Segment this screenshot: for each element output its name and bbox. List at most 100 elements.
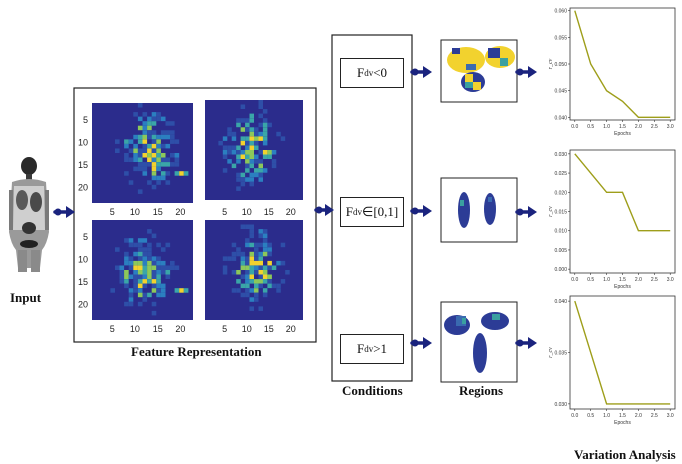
chart-xtick: 3.0 (667, 124, 674, 130)
chart-ytick: 0.040 (554, 299, 567, 305)
region-box-1 (440, 39, 518, 103)
heatmap-1 (92, 103, 193, 203)
chart-xtick: 1.5 (619, 277, 626, 283)
chart-ytick: 0.000 (554, 267, 567, 273)
heatmap-4 (205, 220, 303, 320)
chart-ytick: 0.040 (554, 115, 567, 121)
heatmap-3 (92, 220, 193, 320)
chart-xtick: 2.0 (635, 277, 642, 283)
heatmap-ytick: 15 (78, 160, 88, 170)
flow-arrow-8 (515, 337, 537, 349)
heatmap-xtick: 15 (153, 324, 163, 334)
chart-ytick: 0.060 (554, 9, 567, 15)
flow-arrow-1 (53, 206, 75, 218)
chart-xtick: 0.0 (571, 277, 578, 283)
chart-ytick: 0.010 (554, 229, 567, 235)
heatmap-xtick: 20 (286, 207, 296, 217)
chart-frame (569, 7, 676, 121)
chart-xtick: 0.5 (587, 413, 594, 419)
chart-xtick: 2.5 (651, 413, 658, 419)
heatmap-ytick: 5 (83, 115, 88, 125)
heatmap-ytick: 10 (78, 255, 88, 265)
chart-ytick: 0.005 (554, 248, 567, 254)
heatmap-ytick: 20 (78, 300, 88, 310)
variation-charts: 0.060 0.055 0.050 0.045 0.040 0.0 0.5 1.0 1.5 2.0… (548, 7, 676, 426)
condition-2-base: F (345, 204, 353, 219)
heatmap-xtick: 15 (153, 207, 163, 217)
chart-xtick: 2.5 (651, 277, 658, 283)
flow-arrow-5 (410, 337, 432, 349)
chart-ytick: 0.020 (554, 190, 567, 196)
chart-xtick: 1.0 (603, 413, 610, 419)
condition-1-sup: dv (364, 68, 374, 78)
heatmap-xtick: 5 (110, 207, 115, 217)
chart-ylabel: r_cv (548, 206, 554, 217)
chart-ytick: 0.035 (554, 351, 567, 357)
chart-xtick: 0.5 (587, 124, 594, 130)
chart-frame (569, 149, 676, 274)
heatmap-xtick: 5 (222, 207, 227, 217)
heatmap-xtick: 10 (242, 207, 252, 217)
heatmap-xtick: 15 (264, 207, 274, 217)
condition-2-rel: ∈[0,1] (362, 204, 399, 219)
chart-ytick: 0.050 (554, 62, 567, 68)
chart-xtick: 1.5 (619, 413, 626, 419)
heatmap-xtick: 5 (110, 324, 115, 334)
heatmap-xtick: 15 (264, 324, 274, 334)
chart-series-line (574, 153, 671, 232)
heatmap-xtick: 20 (286, 324, 296, 334)
chart-xtick: 1.0 (603, 277, 610, 283)
heatmap-ytick: 15 (78, 277, 88, 287)
chart-ytick: 0.025 (554, 171, 567, 177)
heatmap-ytick: 5 (83, 232, 88, 242)
flow-arrow-2 (314, 204, 334, 216)
chart-ylabel: r_cv (548, 58, 554, 69)
conditions-label: Conditions (342, 383, 403, 398)
flow-arrow-7 (515, 206, 537, 218)
feature-representation-label: Feature Representation (131, 344, 262, 359)
heatmap-xtick: 5 (222, 324, 227, 334)
chart-xtick: 0.0 (571, 413, 578, 419)
region-box-2 (440, 177, 518, 243)
condition-1-rel: <0 (373, 65, 388, 80)
regions-label: Regions (459, 383, 504, 398)
chart-ytick: 0.045 (554, 89, 567, 95)
chart-series-line (574, 300, 671, 405)
chart-xtick: 2.0 (635, 124, 642, 130)
heatmap-ytick: 20 (78, 183, 88, 193)
chart-frame (569, 295, 676, 410)
body-scan-image (9, 157, 49, 272)
condition-2-sup: dv (353, 207, 362, 217)
chart-xtick: 1.5 (619, 124, 626, 130)
heatmap-xtick: 20 (175, 207, 185, 217)
chart-xtick: 2.0 (635, 413, 642, 419)
chart-xtick: 2.5 (651, 124, 658, 130)
region-box-3 (440, 301, 518, 383)
chart-ytick: 0.055 (554, 35, 567, 41)
chart-series-line (574, 10, 671, 119)
flow-arrow-4 (410, 205, 432, 217)
chart-ylabel: r_cv (548, 347, 554, 358)
chart-xtick: 0.0 (571, 124, 578, 130)
condition-3-base: F (356, 341, 365, 356)
flow-arrow-6 (515, 66, 537, 78)
heatmap-xtick: 20 (175, 324, 185, 334)
input-label: Input (10, 290, 42, 305)
condition-1-base: F (356, 65, 365, 80)
variation-analysis-label: Variation Analysis (574, 447, 676, 462)
variation-chart-1: 0.060 0.055 0.050 0.045 0.040 0.0 0.5 1.0 1.5 2.0… (548, 7, 676, 137)
flow-arrow-3 (410, 66, 432, 78)
chart-xlabel: Epochs (614, 284, 631, 290)
condition-3-sup: dv (364, 344, 374, 354)
chart-xtick: 1.0 (603, 124, 610, 130)
chart-xtick: 3.0 (667, 413, 674, 419)
arrow-group (53, 66, 537, 349)
condition-3-rel: >1 (373, 341, 388, 356)
